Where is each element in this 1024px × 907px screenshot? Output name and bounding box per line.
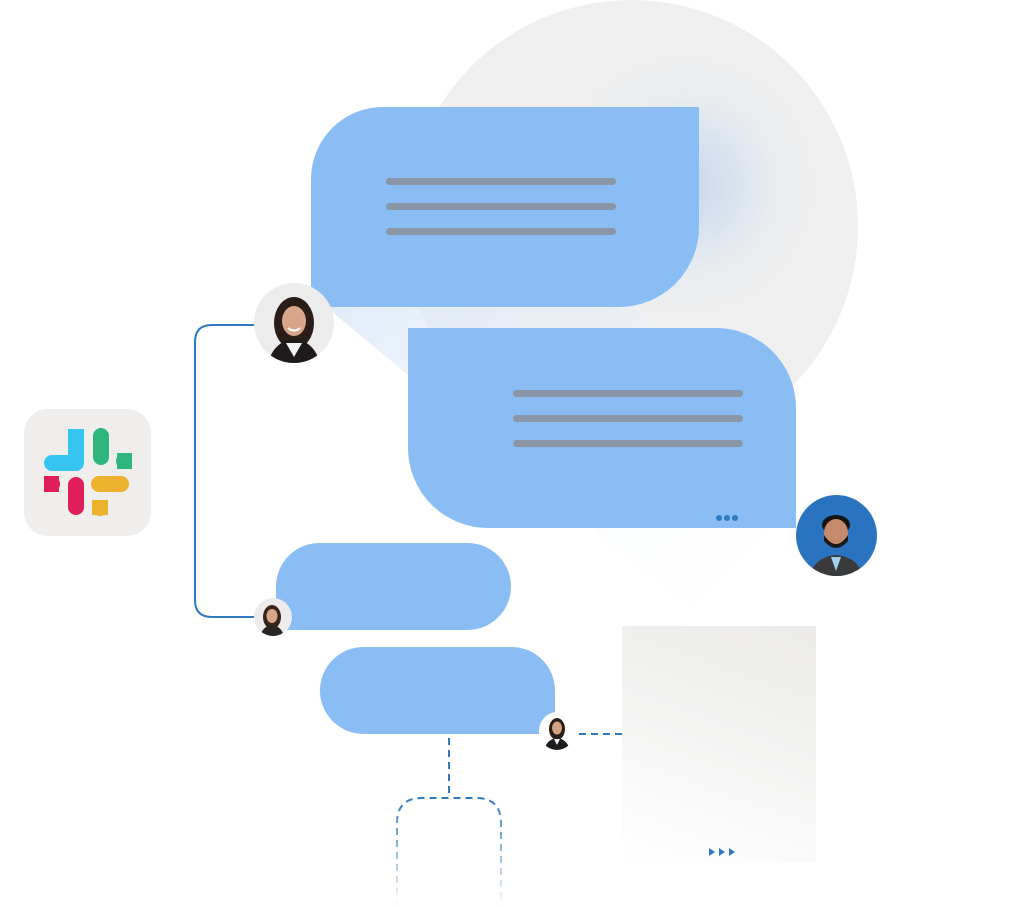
slack-logo-icon	[44, 428, 132, 516]
play-arrows-icon	[709, 848, 735, 856]
text-line	[513, 415, 743, 422]
woman-avatar-small[interactable]	[254, 598, 292, 636]
woman-avatar-tiny[interactable]	[539, 712, 575, 750]
slack-app-tile[interactable]	[24, 409, 151, 536]
message-bubble-2[interactable]	[408, 328, 796, 528]
message-bubble-1[interactable]	[311, 107, 699, 307]
text-line	[513, 390, 743, 397]
typing-indicator-icon	[716, 508, 742, 521]
man-avatar[interactable]	[796, 495, 877, 576]
message-bubble-3[interactable]	[276, 543, 511, 630]
message-bubble-4[interactable]	[320, 647, 555, 734]
text-line	[386, 178, 616, 185]
text-line	[386, 228, 616, 235]
text-line	[513, 440, 743, 447]
text-line	[386, 203, 616, 210]
document-panel[interactable]	[622, 626, 816, 863]
woman-avatar[interactable]	[254, 283, 334, 363]
placeholder-box	[396, 797, 502, 907]
